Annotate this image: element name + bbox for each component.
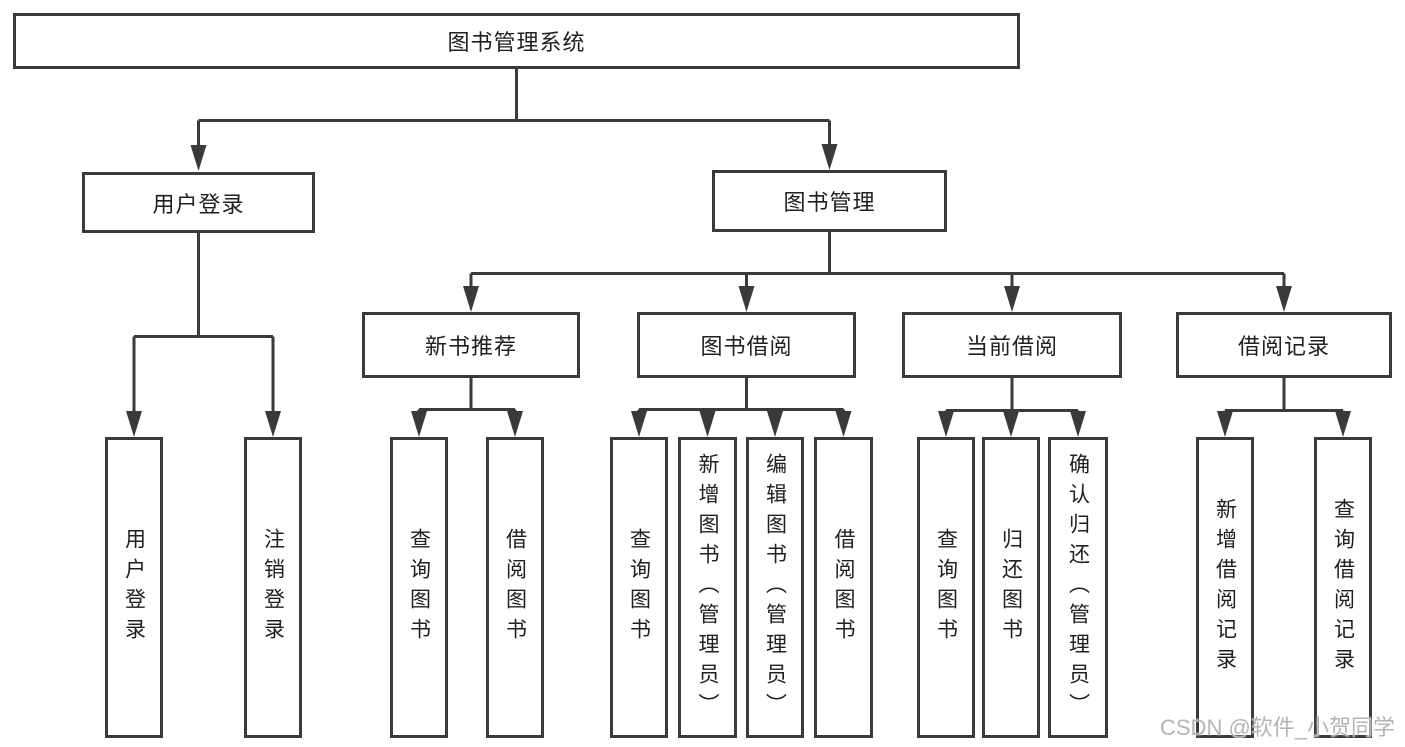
node-borrowing-records: 借阅记录 — [1176, 312, 1392, 378]
leaf-add-book-admin: 新增图书（管理员） — [678, 437, 737, 738]
node-current-borrowing-label: 当前借阅 — [965, 334, 1058, 359]
leaf-edit-book-admin-label: 编辑图书（管理员） — [763, 452, 787, 723]
leaf-return-books-label: 归还图书 — [999, 527, 1023, 648]
node-book-borrowing: 图书借阅 — [637, 312, 856, 378]
leaf-add-borrow-record-label: 新增借阅记录 — [1213, 497, 1237, 678]
leaf-borrow-books-borrowing-label: 借阅图书 — [832, 527, 855, 648]
leaf-borrow-books-recommend: 借阅图书 — [486, 437, 544, 738]
node-book-management: 图书管理 — [712, 170, 947, 232]
leaf-query-books-current: 查询图书 — [917, 437, 975, 738]
node-book-management-label: 图书管理 — [783, 190, 876, 215]
leaf-query-borrow-record-label: 查询借阅记录 — [1331, 497, 1355, 678]
leaf-query-books-borrowing: 查询图书 — [610, 437, 668, 738]
leaf-query-books-recommend: 查询图书 — [390, 437, 448, 738]
node-borrowing-records-label: 借阅记录 — [1237, 334, 1330, 359]
leaf-user-login-label: 用户登录 — [122, 527, 146, 648]
node-book-borrowing-label: 图书借阅 — [700, 334, 793, 359]
node-user-login-label: 用户登录 — [152, 191, 245, 217]
node-root-label: 图书管理系统 — [447, 30, 586, 55]
leaf-logout: 注销登录 — [244, 437, 302, 738]
leaf-confirm-return-admin: 确认归还（管理员） — [1048, 437, 1108, 738]
leaf-borrow-books-borrowing: 借阅图书 — [814, 437, 873, 738]
node-new-book-recommend: 新书推荐 — [362, 312, 580, 378]
node-new-book-recommend-label: 新书推荐 — [424, 334, 517, 359]
node-current-borrowing: 当前借阅 — [902, 312, 1122, 378]
leaf-confirm-return-admin-label: 确认归还（管理员） — [1066, 452, 1090, 723]
leaf-query-books-recommend-label: 查询图书 — [407, 527, 431, 648]
leaf-add-book-admin-label: 新增图书（管理员） — [696, 452, 719, 723]
leaf-query-books-current-label: 查询图书 — [934, 527, 958, 648]
leaf-query-borrow-record: 查询借阅记录 — [1314, 437, 1372, 738]
node-user-login: 用户登录 — [82, 172, 315, 233]
leaf-return-books: 归还图书 — [982, 437, 1040, 738]
watermark: CSDN @软件_小贺同学 — [1160, 715, 1396, 740]
node-root-system: 图书管理系统 — [13, 13, 1020, 69]
leaf-edit-book-admin: 编辑图书（管理员） — [746, 437, 804, 738]
leaf-logout-label: 注销登录 — [261, 527, 285, 648]
leaf-add-borrow-record: 新增借阅记录 — [1196, 437, 1254, 738]
leaf-user-login: 用户登录 — [105, 437, 163, 738]
leaf-query-books-borrowing-label: 查询图书 — [627, 527, 651, 648]
leaf-borrow-books-recommend-label: 借阅图书 — [503, 527, 527, 648]
